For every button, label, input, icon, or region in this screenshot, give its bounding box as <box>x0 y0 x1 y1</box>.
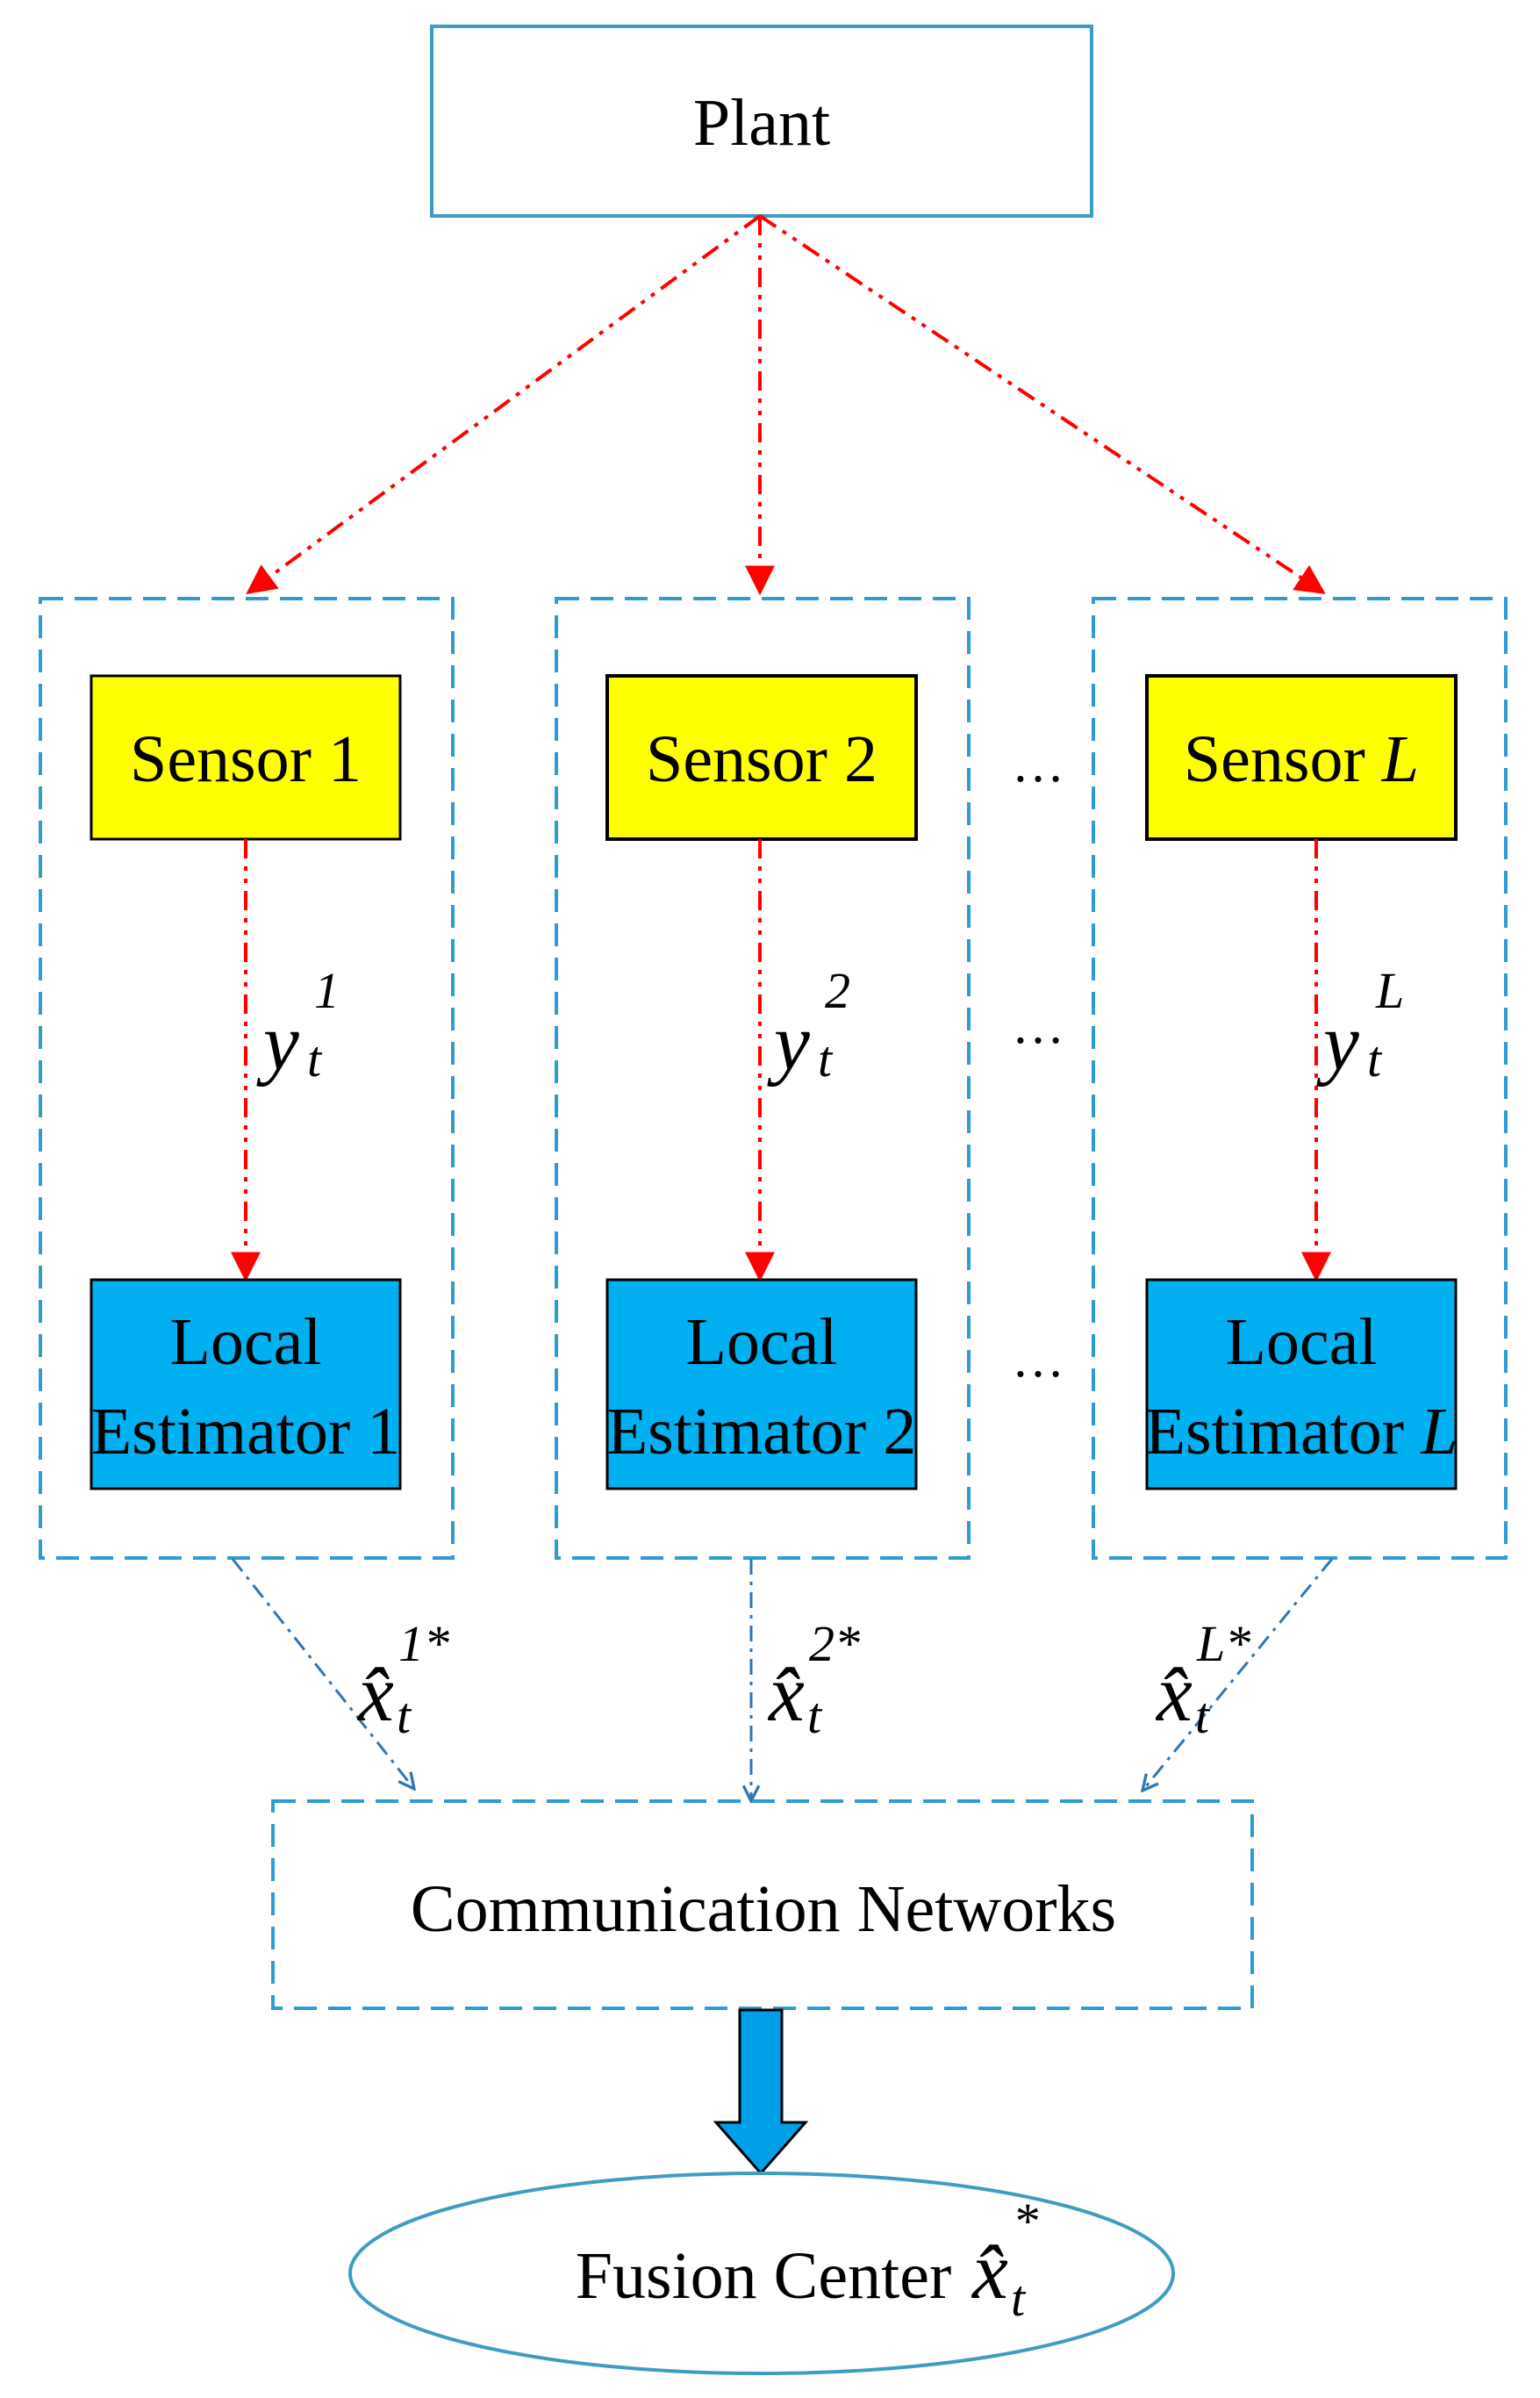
signal-y-1: y 1 t <box>256 962 340 1088</box>
network-to-fusion-arrow <box>713 2008 809 2176</box>
arrow-group-1-to-network <box>231 1558 414 1789</box>
estimate-x-1: x̂ 1* t <box>356 1615 449 1744</box>
signal-y-l: y L t <box>1316 962 1404 1088</box>
estimate-arrows <box>231 1558 1334 1801</box>
estimate-x-l-base: x̂ <box>1155 1648 1193 1738</box>
communication-networks-node: Communication Networks <box>271 1799 1254 2010</box>
estimate-x-1-base: x̂ <box>356 1648 394 1738</box>
group-1-dashed-box <box>39 597 455 1560</box>
sensor-2-label: Sensor 2 <box>646 722 877 796</box>
ellipsis-estimators: … <box>1012 1330 1064 1388</box>
signal-y-2: y 2 t <box>767 962 850 1088</box>
arrow-plant-to-sensor-1 <box>246 214 762 595</box>
arrow-plant-to-sensor-l <box>758 214 1326 594</box>
fusion-center-node: Fusion Center x̂ * t <box>348 2172 1175 2375</box>
plant-node: Plant <box>430 25 1093 218</box>
estimator-2-box <box>605 1278 918 1490</box>
fusion-estimate-sub: t <box>1011 2270 1027 2327</box>
signal-y-2-base: y <box>767 997 810 1087</box>
estimate-x-2-base: x̂ <box>767 1648 805 1738</box>
signal-y-1-sub: t <box>307 1030 323 1088</box>
signal-y-l-sub: t <box>1367 1030 1383 1088</box>
estimator-l-line1: Local <box>1225 1305 1377 1379</box>
network-dashed-box <box>271 1799 1254 2010</box>
sensor-1-box <box>90 674 402 841</box>
sensor-l-label: Sensor L <box>1184 722 1419 796</box>
ellipsis-sensors: … <box>1012 735 1064 793</box>
signal-y-2-sub: t <box>818 1030 834 1088</box>
plant-box <box>430 25 1093 218</box>
estimate-x-1-sup: 1* <box>398 1615 449 1672</box>
sensor-l-box <box>1145 674 1458 841</box>
group-2-dashed-box <box>555 597 971 1560</box>
estimate-x-l-sup: L* <box>1196 1615 1250 1672</box>
fusion-center-label: Fusion Center <box>576 2239 952 2313</box>
sensor-group-l: Sensor L y L t Local Estimator L <box>1092 597 1508 1560</box>
estimator-2-line1: Local <box>685 1305 837 1379</box>
estimate-x-1-sub: t <box>397 1687 412 1744</box>
signal-y-l-sup: L <box>1375 962 1404 1019</box>
estimate-x-l-sub: t <box>1195 1687 1211 1744</box>
fusion-estimate-base: x̂ <box>971 2226 1008 2315</box>
plant-label: Plant <box>693 86 830 160</box>
signal-y-1-base: y <box>256 997 299 1087</box>
network-label: Communication Networks <box>411 1872 1116 1946</box>
sensor-group-2: Sensor 2 y 2 t Local Estimator 2 <box>555 597 971 1560</box>
plant-to-sensor-arrows <box>246 214 1326 596</box>
estimator-1-box <box>90 1278 402 1490</box>
ellipsis-signals: … <box>1012 996 1064 1054</box>
sensor-1-label: Sensor 1 <box>130 722 362 796</box>
estimator-l-line2: Estimator L <box>1145 1395 1458 1468</box>
estimate-x-2-sup: 2* <box>809 1615 860 1672</box>
sensor-group-1: Sensor 1 y 1 t Local Estimator 1 <box>39 597 455 1560</box>
estimate-x-2: x̂ 2* t <box>767 1615 860 1744</box>
sensor-2-box <box>605 674 918 841</box>
signal-y-l-base: y <box>1316 997 1359 1087</box>
estimator-l-box <box>1145 1278 1458 1490</box>
signal-y-1-sup: 1 <box>314 962 340 1019</box>
fusion-estimate-sup: * <box>1013 2193 1038 2250</box>
estimate-x-l: x̂ L* t <box>1155 1615 1250 1744</box>
fusion-center-ellipse <box>348 2172 1175 2375</box>
estimator-1-line2: Estimator 1 <box>91 1395 401 1468</box>
estimate-x-2-sub: t <box>807 1687 823 1744</box>
signal-y-2-sup: 2 <box>825 962 850 1019</box>
group-l-dashed-box <box>1092 597 1508 1560</box>
estimator-2-line2: Estimator 2 <box>607 1395 917 1468</box>
estimator-1-line1: Local <box>169 1305 321 1379</box>
